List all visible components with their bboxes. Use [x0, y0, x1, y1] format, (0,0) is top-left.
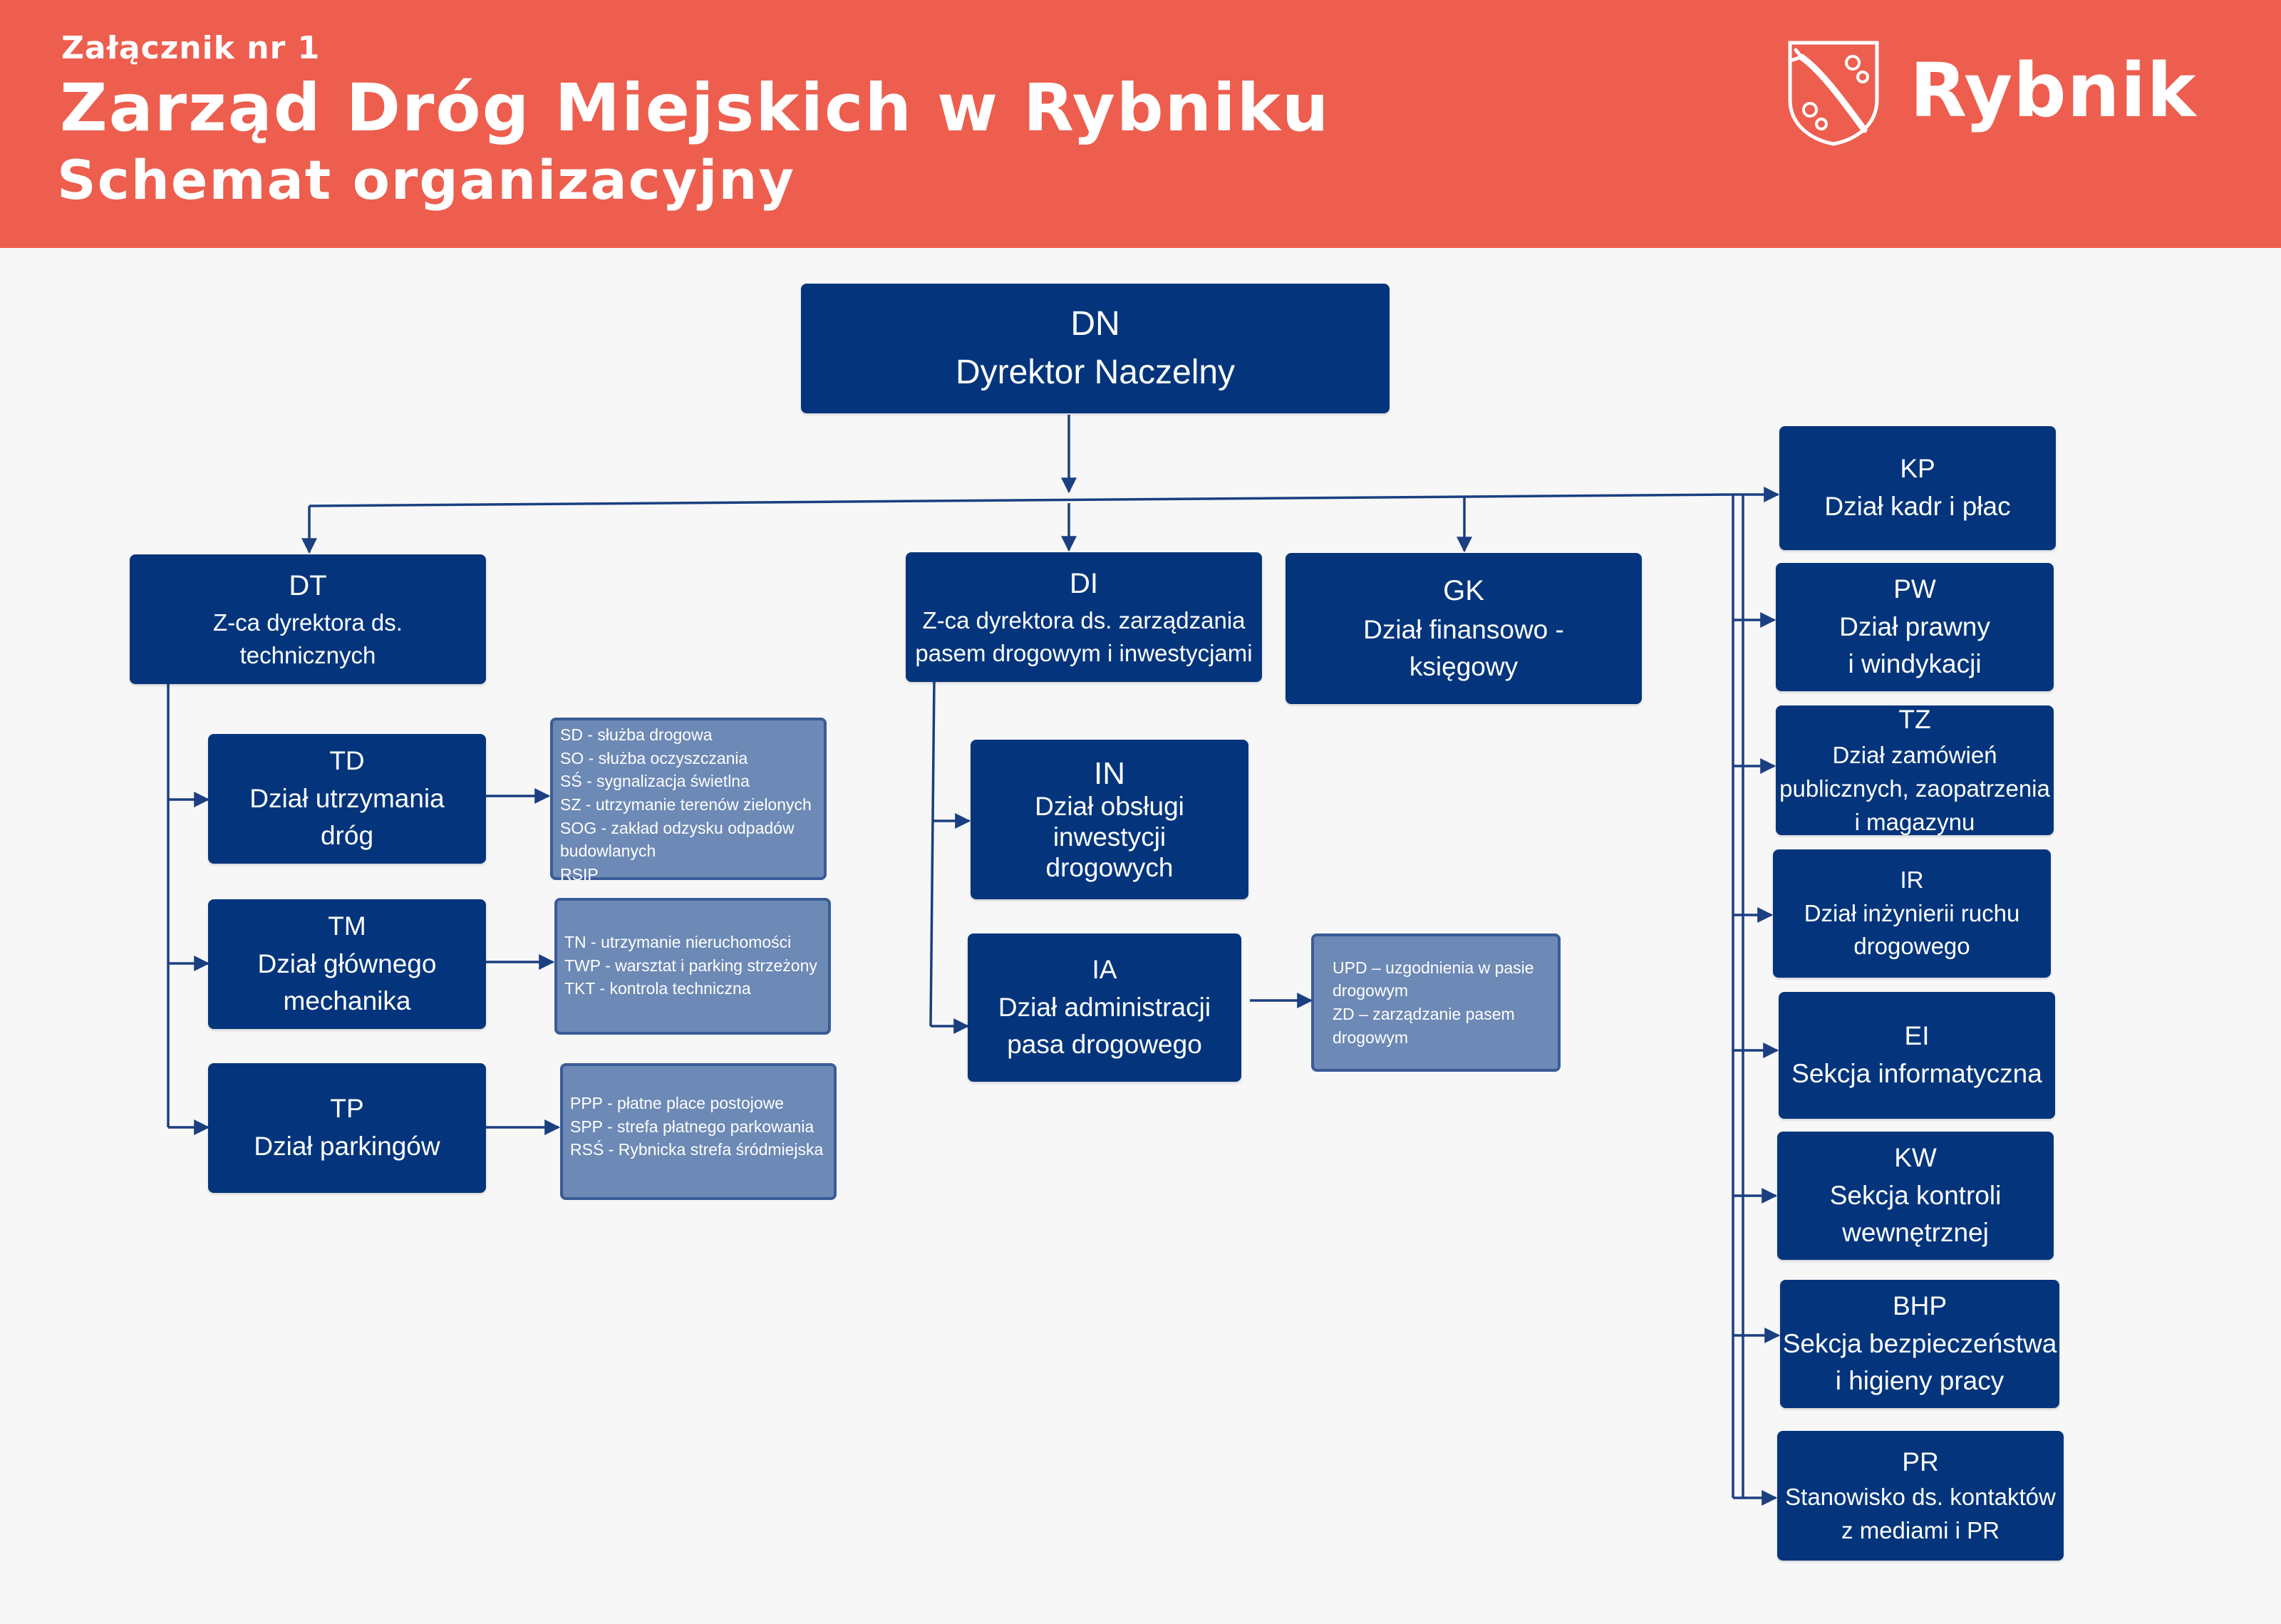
unit-td-line-2: dróg: [320, 821, 374, 851]
subunit-item: budowlanych: [560, 842, 656, 861]
unit-kp-code: KP: [1900, 454, 1935, 484]
unit-ei-line-1: Sekcja informatyczna: [1791, 1059, 2042, 1088]
unit-pr-line-2: z mediami i PR: [1841, 1517, 2000, 1544]
unit-ia-box[interactable]: IA Dział administracji pasa drogowego: [968, 933, 1241, 1082]
subunit-item: drogowym: [1333, 981, 1409, 1000]
unit-in-line-2: inwestycji: [1052, 822, 1167, 852]
unit-dn-name: Dyrektor Naczelny: [955, 353, 1236, 391]
unit-tp-box[interactable]: TP Dział parkingów: [208, 1063, 486, 1193]
unit-dt-box[interactable]: DT Z-ca dyrektora ds. technicznych: [130, 554, 486, 684]
unit-kw-line-2: wewnętrznej: [1842, 1218, 1989, 1248]
unit-gk-line-2: księgowy: [1409, 652, 1519, 682]
unit-ei-box[interactable]: EI Sekcja informatyczna: [1779, 992, 2055, 1119]
unit-td-code: TD: [329, 746, 365, 776]
unit-kp-line-1: Dział kadr i płac: [1824, 492, 2011, 521]
unit-tz-line-3: i magazynu: [1854, 808, 1975, 835]
unit-in-line-1: Dział obsługi: [1035, 792, 1184, 822]
unit-tz-line-2: publicznych, zaopatrzenia: [1779, 775, 2050, 802]
subunit-item: SOG - zakład odzysku odpadów: [560, 818, 795, 837]
unit-pr-code: PR: [1902, 1447, 1939, 1476]
header-banner: Załącznik nr 1 Zarząd Dróg Miejskich w R…: [0, 0, 2281, 248]
page-subtitle: Schemat organizacyjny: [57, 148, 796, 212]
unit-gk-box[interactable]: GK Dział finansowo - księgowy: [1286, 553, 1642, 704]
unit-tm-line-1: Dział głównego: [257, 948, 437, 978]
unit-tm-code: TM: [328, 911, 366, 941]
unit-ir-code: IR: [1900, 866, 1924, 893]
unit-dn-box[interactable]: DN Dyrektor Naczelny: [801, 284, 1390, 413]
unit-tz-code: TZ: [1898, 705, 1931, 735]
unit-tp-line-1: Dział parkingów: [254, 1132, 440, 1161]
unit-bhp-line-2: i higieny pracy: [1835, 1366, 2005, 1396]
unit-in-box[interactable]: IN Dział obsługi inwestycji drogowych: [971, 740, 1248, 899]
unit-ir-line-1: Dział inżynierii ruchu: [1804, 899, 2020, 926]
unit-tp-code: TP: [330, 1094, 364, 1124]
page-title: Zarząd Dróg Miejskich w Rybniku: [60, 70, 1330, 146]
unit-bhp-code: BHP: [1892, 1291, 1948, 1321]
subunit-item: SD - służba drogowa: [560, 725, 713, 744]
unit-gk-code: GK: [1443, 575, 1484, 607]
rybnik-crest-icon: [1788, 41, 1879, 146]
subunits-ia-list: UPD – uzgodnienia w pasie drogowym ZD – …: [1311, 933, 1561, 1072]
subunit-item: RSŚ - Rybnicka strefa śródmiejska: [570, 1140, 824, 1159]
unit-ia-code: IA: [1092, 955, 1117, 985]
subunits-td-list: SD - służba drogowa SO - służba oczyszcz…: [550, 718, 827, 884]
unit-td-box[interactable]: TD Dział utrzymania dróg: [208, 734, 486, 864]
unit-dt-line-2: technicznych: [239, 642, 376, 669]
unit-ir-line-2: drogowego: [1853, 933, 1970, 960]
subunit-item: RSIP: [560, 864, 599, 884]
unit-ir-box[interactable]: IR Dział inżynierii ruchu drogowego: [1773, 849, 2051, 978]
subunit-item: SPP - strefa płatnego parkowania: [570, 1117, 814, 1136]
unit-dt-line-1: Z-ca dyrektora ds.: [213, 609, 403, 636]
unit-di-line-1: Z-ca dyrektora ds. zarządzania: [922, 606, 1246, 633]
subunit-item: TKT - kontrola techniczna: [564, 979, 751, 998]
subunit-item: UPD – uzgodnienia w pasie: [1333, 958, 1534, 977]
unit-pw-box[interactable]: PW Dział prawny i windykacji: [1776, 563, 2054, 691]
unit-ei-code: EI: [1904, 1021, 1930, 1051]
unit-tz-box[interactable]: TZ Dział zamówień publicznych, zaopatrze…: [1776, 705, 2054, 835]
unit-pw-line-2: i windykacji: [1848, 649, 1982, 679]
unit-pr-box[interactable]: PR Stanowisko ds. kontaktów z mediami i …: [1777, 1431, 2064, 1561]
subunit-item: SŚ - sygnalizacja świetlna: [560, 772, 750, 791]
unit-pw-code: PW: [1893, 574, 1936, 604]
subunit-item: ZD – zarządzanie pasem: [1333, 1005, 1515, 1023]
unit-dn-code: DN: [1070, 304, 1120, 343]
unit-in-code: IN: [1094, 755, 1125, 791]
unit-tm-box[interactable]: TM Dział głównego mechanika: [208, 899, 486, 1029]
subunit-item: SZ - utrzymanie terenów zielonych: [560, 795, 812, 814]
unit-di-code: DI: [1070, 567, 1098, 599]
unit-tz-line-1: Dział zamówień: [1832, 741, 1997, 768]
unit-di-line-2: pasem drogowym i inwestycjami: [915, 640, 1253, 667]
unit-bhp-box[interactable]: BHP Sekcja bezpieczeństwa i higieny prac…: [1780, 1280, 2059, 1408]
unit-bhp-line-1: Sekcja bezpieczeństwa: [1782, 1328, 2057, 1358]
subunits-tp-list: PPP - płatne place postojowe SPP - stref…: [560, 1063, 837, 1200]
subunits-tm-list: TN - utrzymanie nieruchomości TWP - wars…: [554, 898, 831, 1035]
unit-di-box[interactable]: DI Z-ca dyrektora ds. zarządzania pasem …: [906, 552, 1262, 682]
unit-td-line-1: Dział utrzymania: [249, 783, 445, 813]
unit-in-line-3: drogowych: [1045, 852, 1174, 882]
subunit-item: PPP - płatne place postojowe: [570, 1094, 785, 1112]
unit-pr-line-1: Stanowisko ds. kontaktów: [1785, 1484, 2056, 1511]
unit-kw-box[interactable]: KW Sekcja kontroli wewnętrznej: [1777, 1132, 2054, 1260]
unit-ia-line-1: Dział administracji: [998, 992, 1211, 1022]
annex-label: Załącznik nr 1: [61, 30, 321, 66]
unit-ia-line-2: pasa drogowego: [1007, 1030, 1202, 1060]
unit-tm-line-2: mechanika: [283, 986, 411, 1016]
unit-kp-box[interactable]: KP Dział kadr i płac: [1779, 426, 2056, 550]
subunit-item: SO - służba oczyszczania: [560, 748, 748, 767]
rybnik-logo-text: Rybnik: [1910, 47, 2197, 134]
unit-kw-code: KW: [1894, 1143, 1937, 1173]
subunit-item: TWP - warsztat i parking strzeżony: [564, 956, 817, 975]
unit-dt-code: DT: [289, 569, 327, 601]
subunit-item: drogowym: [1333, 1028, 1409, 1047]
subunit-item: TN - utrzymanie nieruchomości: [564, 933, 792, 951]
unit-gk-line-1: Dział finansowo -: [1363, 614, 1564, 644]
unit-kw-line-1: Sekcja kontroli: [1829, 1180, 2002, 1210]
unit-pw-line-1: Dział prawny: [1839, 611, 1990, 641]
